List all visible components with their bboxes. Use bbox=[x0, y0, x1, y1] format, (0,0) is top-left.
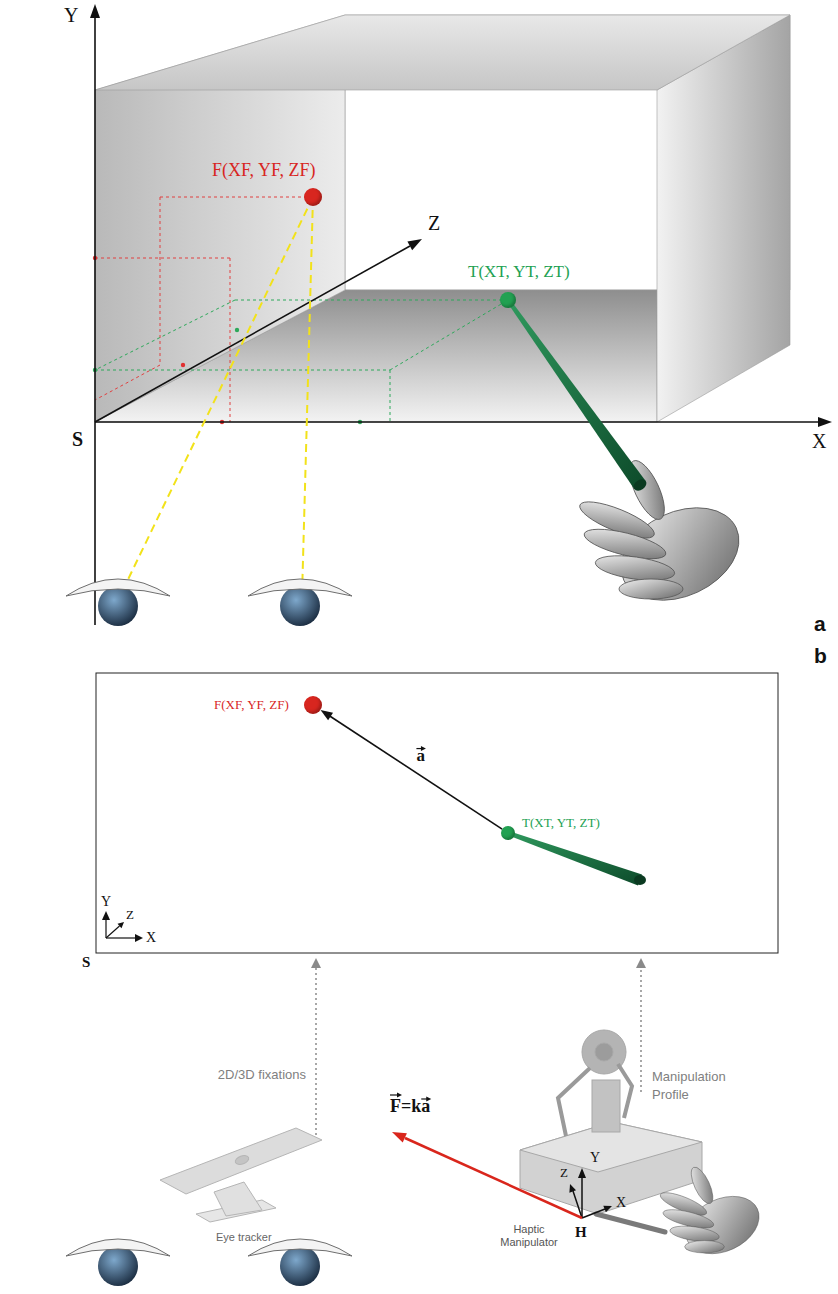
dotted-arrow bbox=[640, 966, 642, 1092]
device-motor-hub bbox=[595, 1043, 613, 1061]
screen-frame bbox=[96, 673, 778, 953]
connector-line bbox=[330, 716, 502, 829]
arrow-head bbox=[135, 934, 143, 942]
tool-stick bbox=[506, 299, 645, 489]
fixation-point: F(XF, YF, ZF) bbox=[304, 188, 322, 206]
arrow-head bbox=[818, 417, 832, 427]
flow-label: Manipulation Profile bbox=[652, 1068, 748, 1103]
projection-dot bbox=[181, 363, 185, 367]
origin-label: H bbox=[575, 1224, 587, 1241]
device-bar bbox=[160, 1128, 322, 1194]
z-axis bbox=[106, 926, 120, 938]
force-equation: F=ka bbox=[390, 1096, 430, 1117]
z-axis bbox=[95, 246, 410, 422]
fixation-point: F(XF, YF, ZF) bbox=[304, 696, 322, 714]
device-label-box: Eye tracker bbox=[214, 1230, 274, 1245]
panel-letter: b bbox=[814, 644, 827, 668]
y-axis bbox=[94, 16, 96, 625]
device-stand bbox=[214, 1182, 262, 1216]
device-label: Eye tracker bbox=[216, 1231, 272, 1244]
room-box bbox=[95, 15, 790, 422]
red-projection-dots bbox=[93, 256, 224, 424]
vector-arrow bbox=[321, 710, 503, 829]
y-axis bbox=[581, 1177, 583, 1218]
origin-label: S bbox=[82, 954, 90, 971]
axis-label: Y bbox=[64, 4, 78, 27]
axes bbox=[90, 4, 832, 625]
arrow-head bbox=[636, 958, 646, 968]
axis-label: X bbox=[616, 1195, 626, 1211]
device-lens bbox=[234, 1154, 250, 1166]
eye bbox=[66, 579, 170, 626]
point-label: F(XF, YF, ZF) bbox=[214, 697, 289, 713]
red-projection-lines bbox=[95, 197, 313, 422]
gaze-line bbox=[302, 197, 313, 596]
arrow-head bbox=[578, 1168, 586, 1178]
axis-label: Z bbox=[126, 908, 134, 923]
tool-tip-point: T(XT, YT, ZT) bbox=[500, 292, 516, 308]
arrow-head bbox=[392, 1132, 407, 1142]
projection-line bbox=[95, 197, 313, 422]
eye bbox=[66, 1239, 170, 1286]
origin-label: S bbox=[72, 428, 83, 451]
axis-label: Y bbox=[590, 1150, 600, 1166]
device-pillar bbox=[592, 1080, 620, 1132]
axis-label: X bbox=[812, 430, 826, 453]
projection-dot bbox=[235, 328, 239, 332]
hand bbox=[658, 1164, 768, 1265]
axes-small bbox=[102, 911, 143, 942]
arrow-head bbox=[407, 239, 422, 250]
arrow-head bbox=[569, 1184, 576, 1193]
gaze-lines bbox=[120, 197, 313, 596]
point-label: F(XF, YF, ZF) bbox=[212, 160, 315, 182]
device-label: Haptic Manipulator bbox=[492, 1223, 566, 1249]
arrow-head bbox=[90, 4, 100, 18]
vector-label: a bbox=[416, 746, 425, 766]
axis-label: Y bbox=[101, 894, 111, 910]
projection-line bbox=[95, 300, 508, 422]
green-projection-lines bbox=[95, 300, 508, 422]
gaze-line bbox=[120, 197, 313, 596]
tool-tip-point: T(XT, YT, ZT) bbox=[501, 826, 515, 840]
tool-end bbox=[634, 875, 646, 885]
x-axis bbox=[582, 1209, 605, 1218]
stylus bbox=[596, 1214, 665, 1232]
dotted-arrow bbox=[315, 966, 317, 1140]
device-arm bbox=[618, 1064, 632, 1118]
device-label-box: Haptic Manipulator bbox=[490, 1222, 568, 1250]
eye bbox=[248, 579, 352, 626]
arrow-head bbox=[311, 958, 321, 968]
y-axis bbox=[105, 918, 106, 938]
panel-letter: a bbox=[814, 612, 826, 636]
arrow-head bbox=[603, 1206, 612, 1212]
eye-tracker-device bbox=[160, 1128, 322, 1222]
top-wall bbox=[95, 15, 790, 90]
tool-stick bbox=[507, 831, 642, 886]
device-arm bbox=[558, 1068, 590, 1136]
flow-label: 2D/3D fixations bbox=[218, 1068, 306, 1083]
x-axis bbox=[106, 937, 136, 938]
haptic-device bbox=[520, 1030, 702, 1214]
tool-end bbox=[631, 477, 648, 493]
axis-label: Z bbox=[428, 212, 440, 235]
arrow-head bbox=[102, 911, 110, 920]
point-label: T(XT, YT, ZT) bbox=[522, 815, 600, 831]
data-flow-arrows bbox=[311, 958, 646, 1140]
force-arrow bbox=[405, 1138, 582, 1218]
point-label: T(XT, YT, ZT) bbox=[468, 262, 570, 282]
eye bbox=[248, 1239, 352, 1286]
haptic-axes bbox=[569, 1168, 612, 1218]
axis-label: X bbox=[146, 930, 156, 946]
hand bbox=[576, 456, 754, 618]
axis-label: Z bbox=[560, 1166, 568, 1181]
arrow-head bbox=[321, 710, 334, 720]
arrow-head bbox=[118, 922, 125, 928]
